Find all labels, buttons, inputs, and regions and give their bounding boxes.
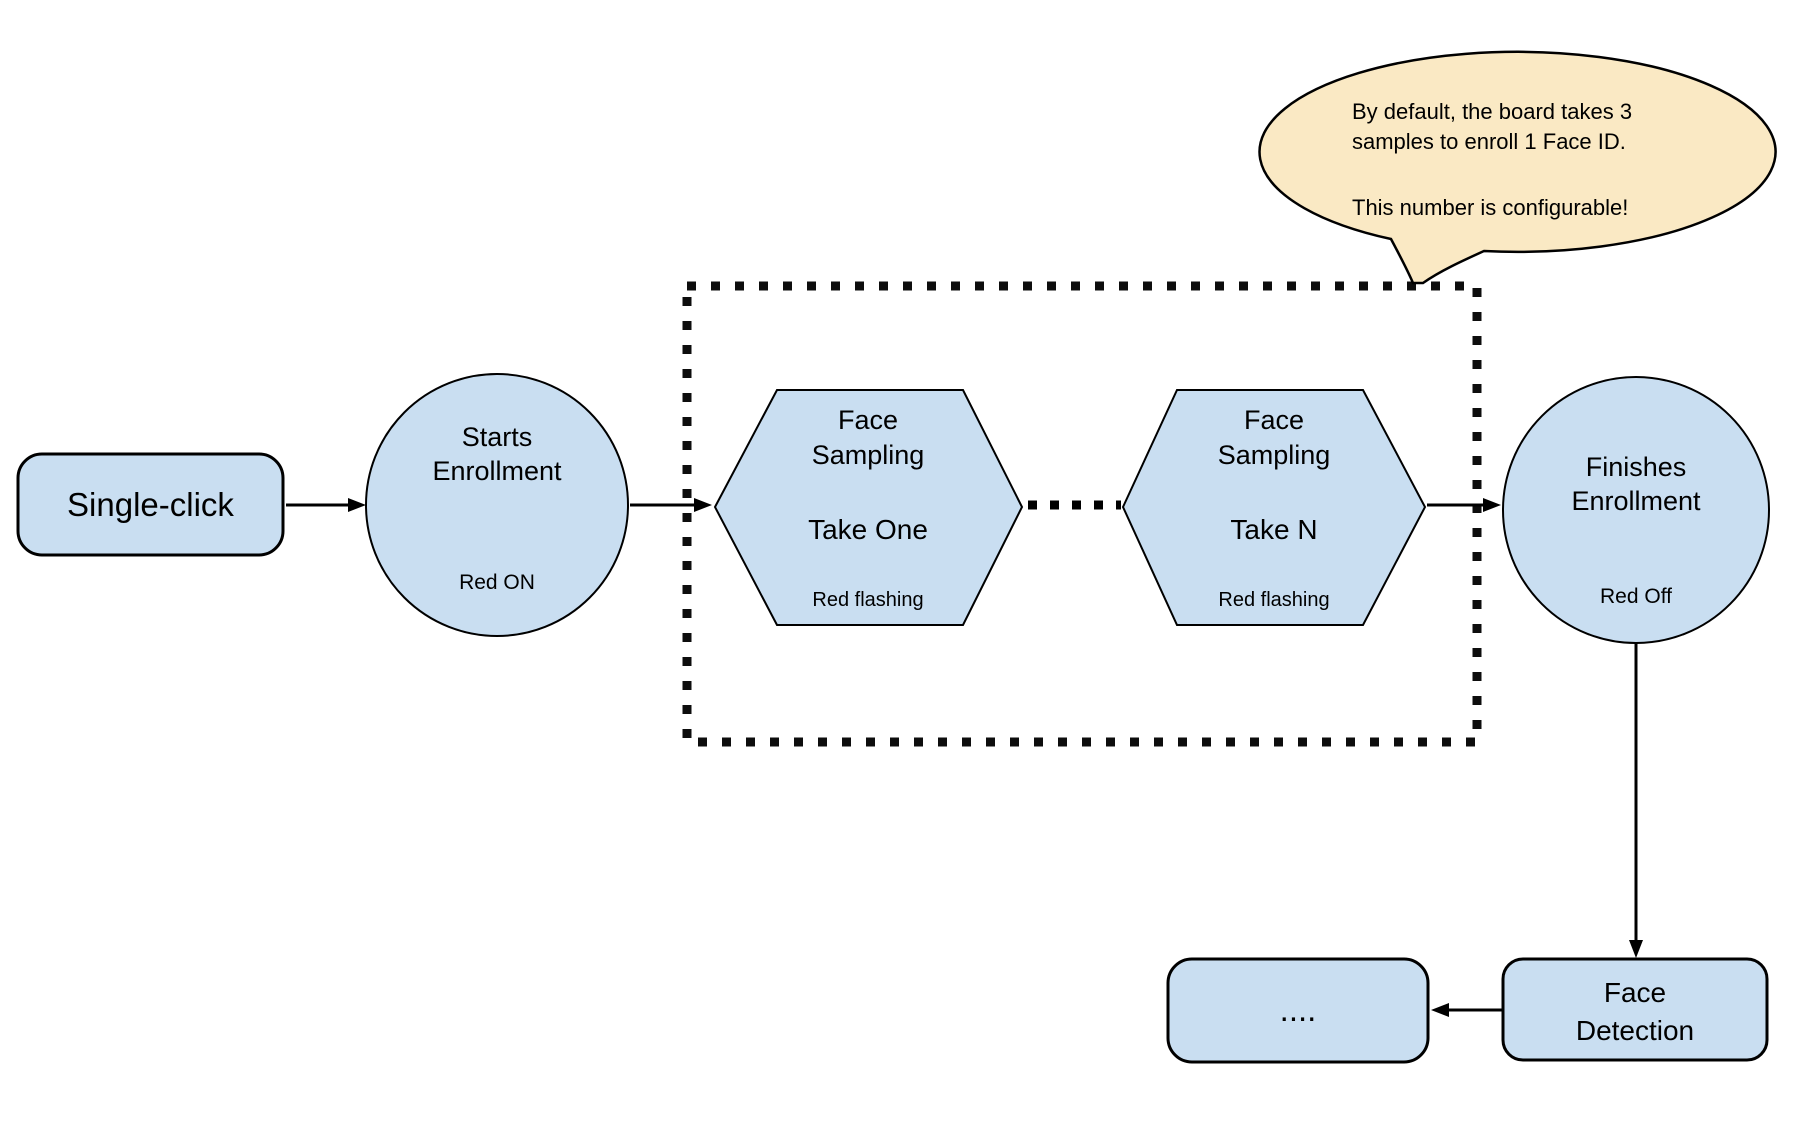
arrow-start-to-sampling-head — [694, 498, 712, 512]
arrow-singleclick-to-start-head — [348, 498, 366, 512]
face-sampling-take-one-title-line1: Face — [837, 405, 899, 435]
arrow-detection-to-ellipsis-head — [1431, 1003, 1449, 1017]
ellipsis-node-shape — [1166, 957, 1430, 1064]
starts-enrollment-title: Starts Enrollment — [377, 420, 617, 488]
face-sampling-take-n-title-line2: Sampling — [1217, 440, 1331, 470]
callout-note: By default, the board takes 3 samples to… — [1352, 97, 1712, 223]
arrow-sampling-to-finish-head — [1483, 498, 1501, 512]
face-detection-label: Face Detection — [1503, 974, 1767, 1050]
callout-note-line1: By default, the board takes 3 — [1352, 99, 1633, 124]
face-sampling-take-one-take-label: Take One — [808, 514, 928, 545]
arrow-finish-to-detection-head — [1629, 940, 1643, 958]
face-sampling-take-n-take-label: Take N — [1230, 514, 1318, 545]
single-click-label: Single-click — [67, 486, 234, 523]
starts-enrollment-status: Red ON — [459, 571, 535, 594]
face-sampling-take-one-hexagon — [713, 389, 1024, 626]
face-sampling-take-one-title-line2: Sampling — [811, 440, 925, 470]
starts-enrollment-node-shape — [365, 373, 629, 637]
face-sampling-take-one-status: Red flashing — [812, 589, 924, 611]
sampling-group-dotted-border — [682, 281, 1482, 747]
ellipsis-step-label: .... — [1279, 991, 1317, 1028]
face-sampling-take-n-hexagon — [1121, 389, 1427, 626]
face-sampling-take-n-title-line1: Face — [1243, 405, 1305, 435]
starts-enrollment-title-line2: Enrollment — [432, 456, 562, 486]
callout-bubble-shape — [1258, 50, 1777, 285]
face-sampling-take-one-title: Face Sampling — [748, 403, 988, 473]
finishes-enrollment-node-shape — [1502, 376, 1770, 644]
single-click-node-shape — [16, 452, 285, 557]
face-detection-label-line1: Face — [1603, 977, 1667, 1008]
face-sampling-take-n-status: Red flashing — [1218, 589, 1330, 611]
face-detection-node-shape — [1501, 957, 1769, 1062]
callout-note-line2: samples to enroll 1 Face ID. — [1352, 129, 1626, 154]
finishes-enrollment-title-line2: Enrollment — [1571, 486, 1701, 516]
callout-note-line3: This number is configurable! — [1352, 195, 1629, 220]
starts-enrollment-title-line1: Starts — [461, 422, 533, 452]
finishes-enrollment-status: Red Off — [1600, 585, 1672, 608]
callout-note-gap — [1352, 157, 1712, 193]
face-detection-label-line2: Detection — [1575, 1015, 1695, 1046]
finishes-enrollment-title: Finishes Enrollment — [1516, 450, 1756, 518]
finishes-enrollment-title-line1: Finishes — [1585, 452, 1687, 482]
face-sampling-take-n-title: Face Sampling — [1154, 403, 1394, 473]
